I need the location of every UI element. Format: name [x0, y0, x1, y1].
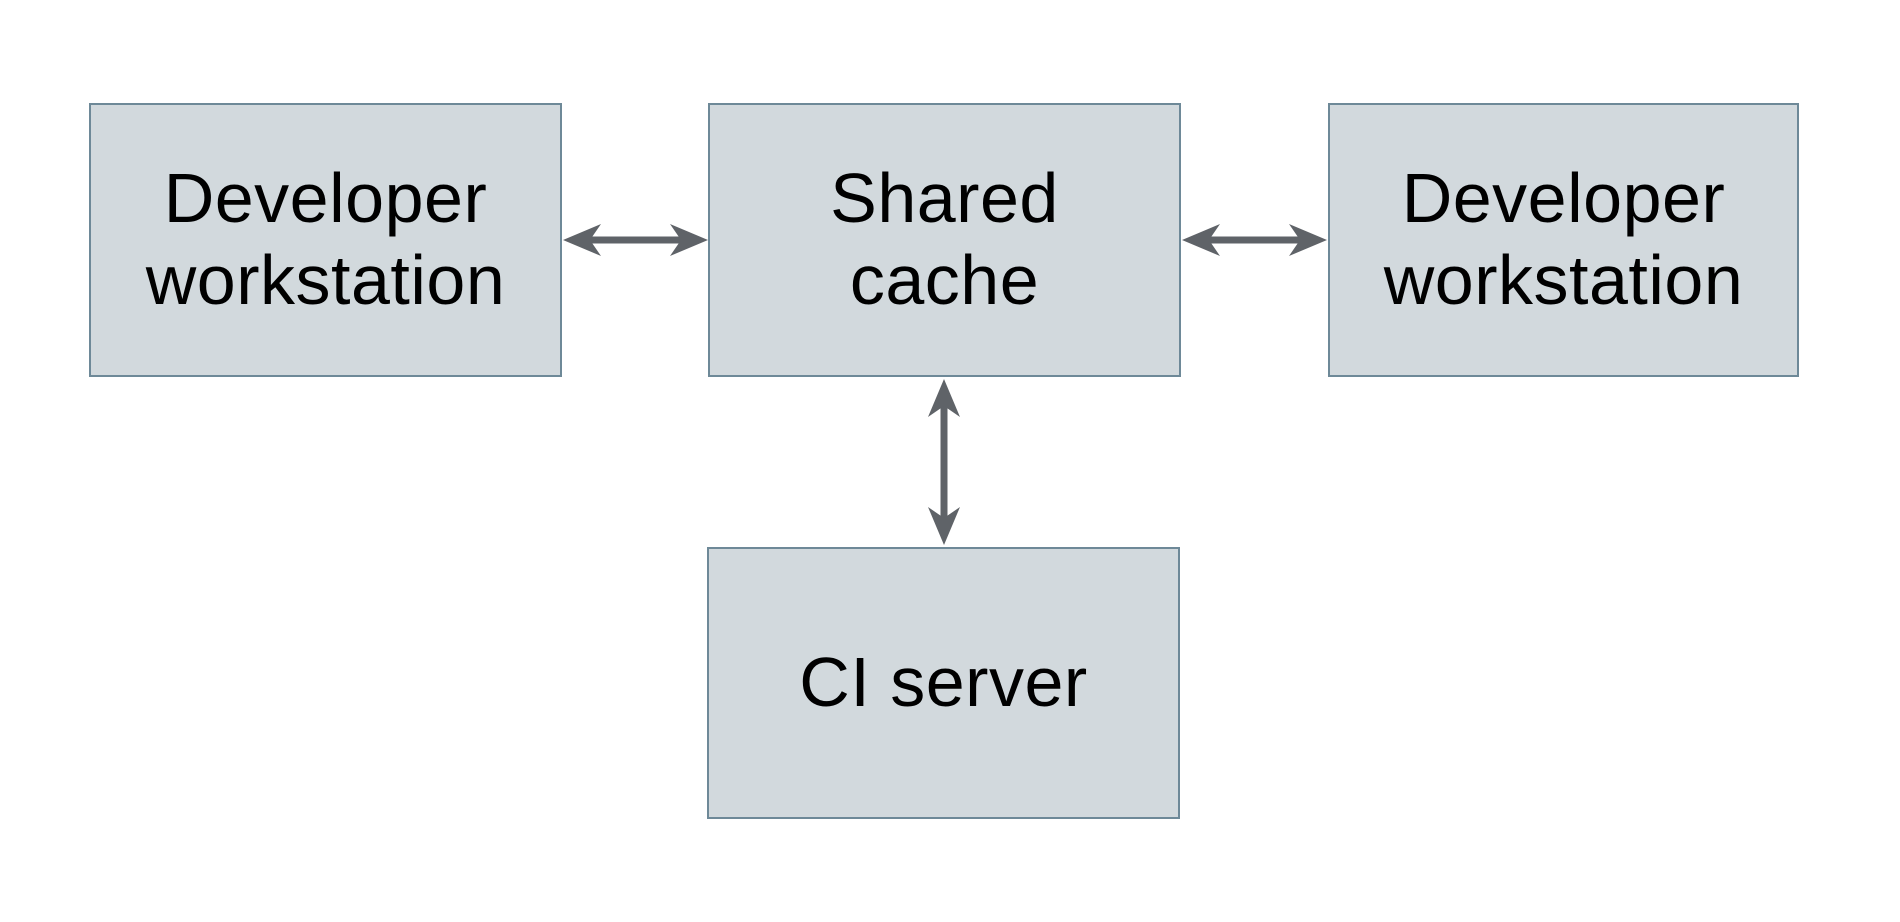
arrowhead-right-icon: [1289, 224, 1327, 256]
node-label: Shared cache: [830, 159, 1059, 319]
node-label: CI server: [799, 643, 1088, 722]
bidirectional-arrow-cache-ci-server: [928, 379, 960, 545]
node-developer-workstation-left: Developer workstation: [89, 103, 562, 377]
arrowhead-down-icon: [928, 507, 960, 545]
bidirectional-arrow-left-workstation-cache: [563, 224, 708, 256]
node-ci-server: CI server: [707, 547, 1180, 819]
bidirectional-arrow-cache-right-workstation: [1182, 224, 1327, 256]
arrowhead-left-icon: [563, 224, 601, 256]
node-developer-workstation-right: Developer workstation: [1328, 103, 1799, 377]
node-shared-cache: Shared cache: [708, 103, 1181, 377]
node-label: Developer workstation: [1383, 159, 1744, 319]
node-label: Developer workstation: [145, 159, 506, 319]
arrowhead-left-icon: [1182, 224, 1220, 256]
arrowhead-up-icon: [928, 379, 960, 417]
arrowhead-right-icon: [670, 224, 708, 256]
